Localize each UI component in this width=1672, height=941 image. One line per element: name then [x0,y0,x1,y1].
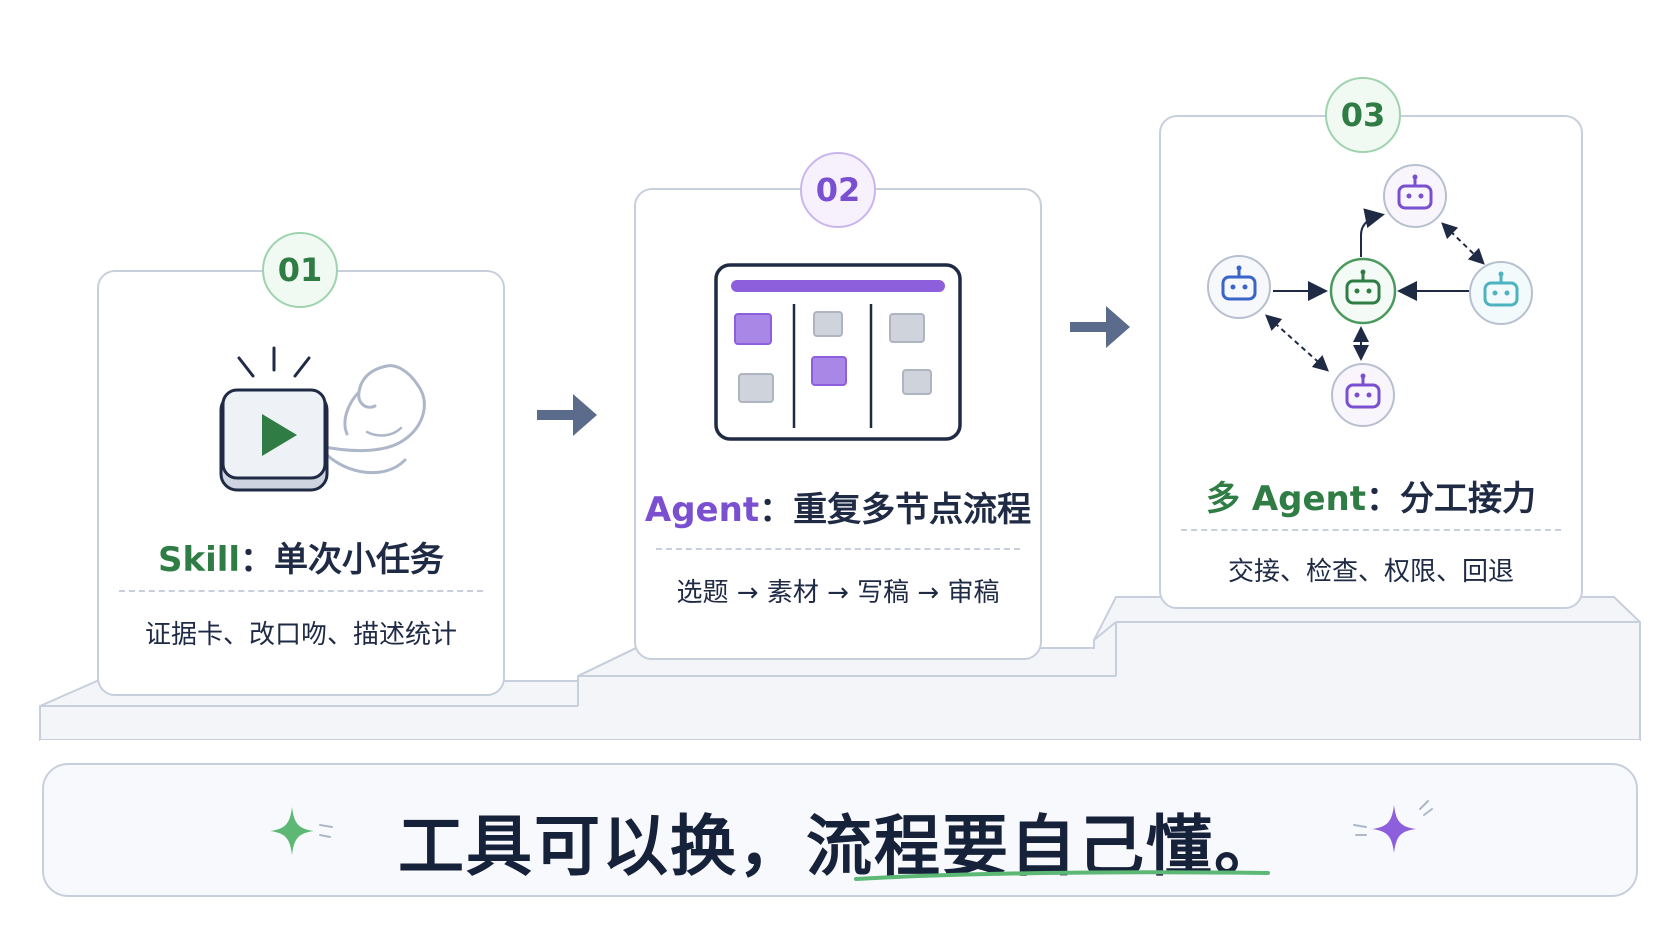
step-description: 证据卡、改口吻、描述统计 [144,620,457,650]
arrow-right-icon [1070,306,1130,348]
step-title: Skill：单次小任务 [157,540,445,580]
play-button-flexing-arm-icon [219,346,426,492]
step-card-multi-agent: 多 Agent：分工接力 交接、检查、权限、回退 [1159,115,1583,609]
step-description: 交接、检查、权限、回退 [1227,557,1514,587]
step-number-badge: 01 [262,232,338,308]
divider [656,548,1020,550]
summary-banner: 工具可以换，流程要自己懂。 [42,763,1638,897]
arrow-right-icon [537,394,597,436]
step-title: Agent：重复多节点流程 [644,490,1032,530]
step-card-agent: Agent：重复多节点流程 选题 → 素材 → 写稿 → 审稿 [634,188,1042,660]
step-number-badge: 02 [800,152,876,228]
divider [119,590,483,592]
underline-stroke [854,870,1270,881]
step-title: 多 Agent：分工接力 [1205,479,1536,519]
robot-network-icon [1207,164,1533,427]
sparkle-icon [1353,800,1433,853]
step-card-skill: Skill：单次小任务 证据卡、改口吻、描述统计 [97,270,505,696]
sparkle-icon [270,807,333,855]
kanban-board-icon [714,263,962,441]
step-number-badge: 03 [1325,77,1401,153]
step-description: 选题 → 素材 → 写稿 → 审稿 [676,578,1000,608]
divider [1181,529,1561,531]
